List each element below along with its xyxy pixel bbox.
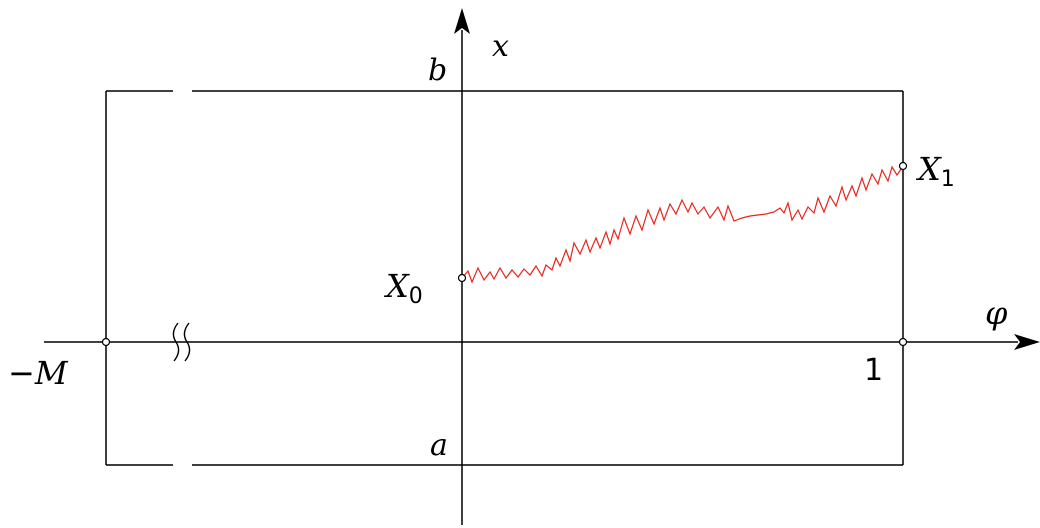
label-one: 1 [864, 353, 883, 388]
label-x1: X1 [915, 150, 955, 192]
label-phi-axis: φ [985, 294, 1008, 332]
point-minus-m [101, 337, 111, 347]
point-one [898, 337, 908, 347]
label-b: b [428, 53, 447, 88]
label-a: a [430, 428, 448, 463]
point-x1 [898, 161, 908, 171]
label-x-axis: x [492, 29, 509, 64]
phi-axis-arrowhead [1014, 334, 1040, 350]
frame [105, 90, 904, 466]
x-axis-arrowhead [454, 8, 470, 34]
point-x0 [457, 273, 467, 283]
label-x0: X0 [383, 267, 423, 309]
label-minus-m: −M [8, 354, 69, 392]
marked-points [101, 161, 908, 347]
axis-break-marks [172, 322, 191, 362]
random-path [461, 165, 904, 284]
